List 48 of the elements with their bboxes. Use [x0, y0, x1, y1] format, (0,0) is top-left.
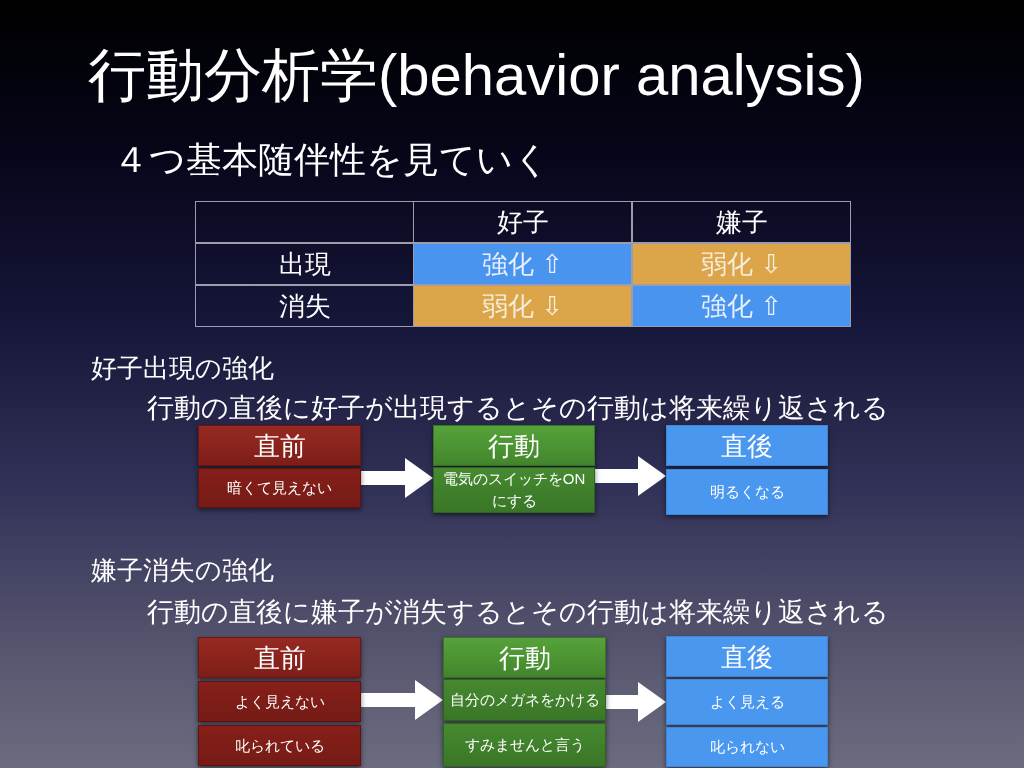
table-cell: 弱化 ⇩: [632, 243, 851, 285]
stage-box: [198, 468, 361, 508]
section-heading: 嫌子消失の強化: [91, 554, 274, 586]
stage-title: 行動: [488, 429, 540, 462]
stage-title: 直前: [253, 641, 306, 674]
table-cell: 強化 ⇧: [632, 285, 851, 327]
stage-text: 叱られている: [234, 735, 325, 756]
column-header: 嫌子: [632, 201, 851, 243]
stage-box: [198, 725, 361, 766]
stage-header-box: [198, 425, 361, 466]
stage-box: [443, 679, 606, 721]
arrow: [606, 682, 666, 722]
stage-header-box: [443, 637, 606, 678]
arrow: [595, 456, 666, 496]
stage-text: すみませんと言う: [464, 735, 585, 755]
stage-header-box: [666, 425, 828, 466]
stage-title: 直前: [253, 429, 306, 462]
row-header: 出現: [195, 243, 414, 285]
stage-title: 直後: [721, 640, 773, 673]
table-cell: 強化 ⇧: [413, 243, 632, 285]
arrow: [361, 680, 443, 720]
slide-title: 行動分析学(behavior analysis): [88, 41, 865, 109]
arrow: [361, 458, 433, 498]
stage-text: よく見える: [709, 692, 785, 712]
stage-title: 直後: [721, 429, 773, 462]
stage-header-box: [433, 425, 595, 466]
stage-box: [433, 467, 595, 513]
stage-title: 行動: [498, 641, 551, 674]
stage-text: 叱られない: [709, 737, 785, 757]
slide-subtitle: ４つ基本随伴性を見ていく: [113, 138, 550, 181]
section-heading: 好子出現の強化: [91, 352, 274, 384]
stage-box: [666, 469, 828, 515]
stage-text: 電気のスイッチをONにする: [441, 469, 587, 511]
stage-header-box: [666, 636, 828, 677]
stage-text: 暗くて見えない: [227, 478, 332, 498]
stage-text: よく見えない: [234, 691, 325, 712]
stage-text: 自分のメガネをかける: [449, 690, 600, 710]
stage-text: 明るくなる: [709, 482, 785, 502]
column-header: 好子: [413, 201, 632, 243]
stage-box: [666, 727, 828, 767]
description-text: 行動の直後に嫌子が消失するとその行動は将来繰り返される: [147, 596, 889, 628]
stage-box: [198, 681, 361, 722]
description-text: 行動の直後に好子が出現するとその行動は将来繰り返される: [147, 392, 889, 424]
table-cell: 弱化 ⇩: [413, 285, 632, 327]
stage-box: [443, 723, 606, 767]
stage-header-box: [198, 637, 361, 678]
row-header: 消失: [195, 285, 414, 327]
stage-box: [666, 679, 828, 725]
